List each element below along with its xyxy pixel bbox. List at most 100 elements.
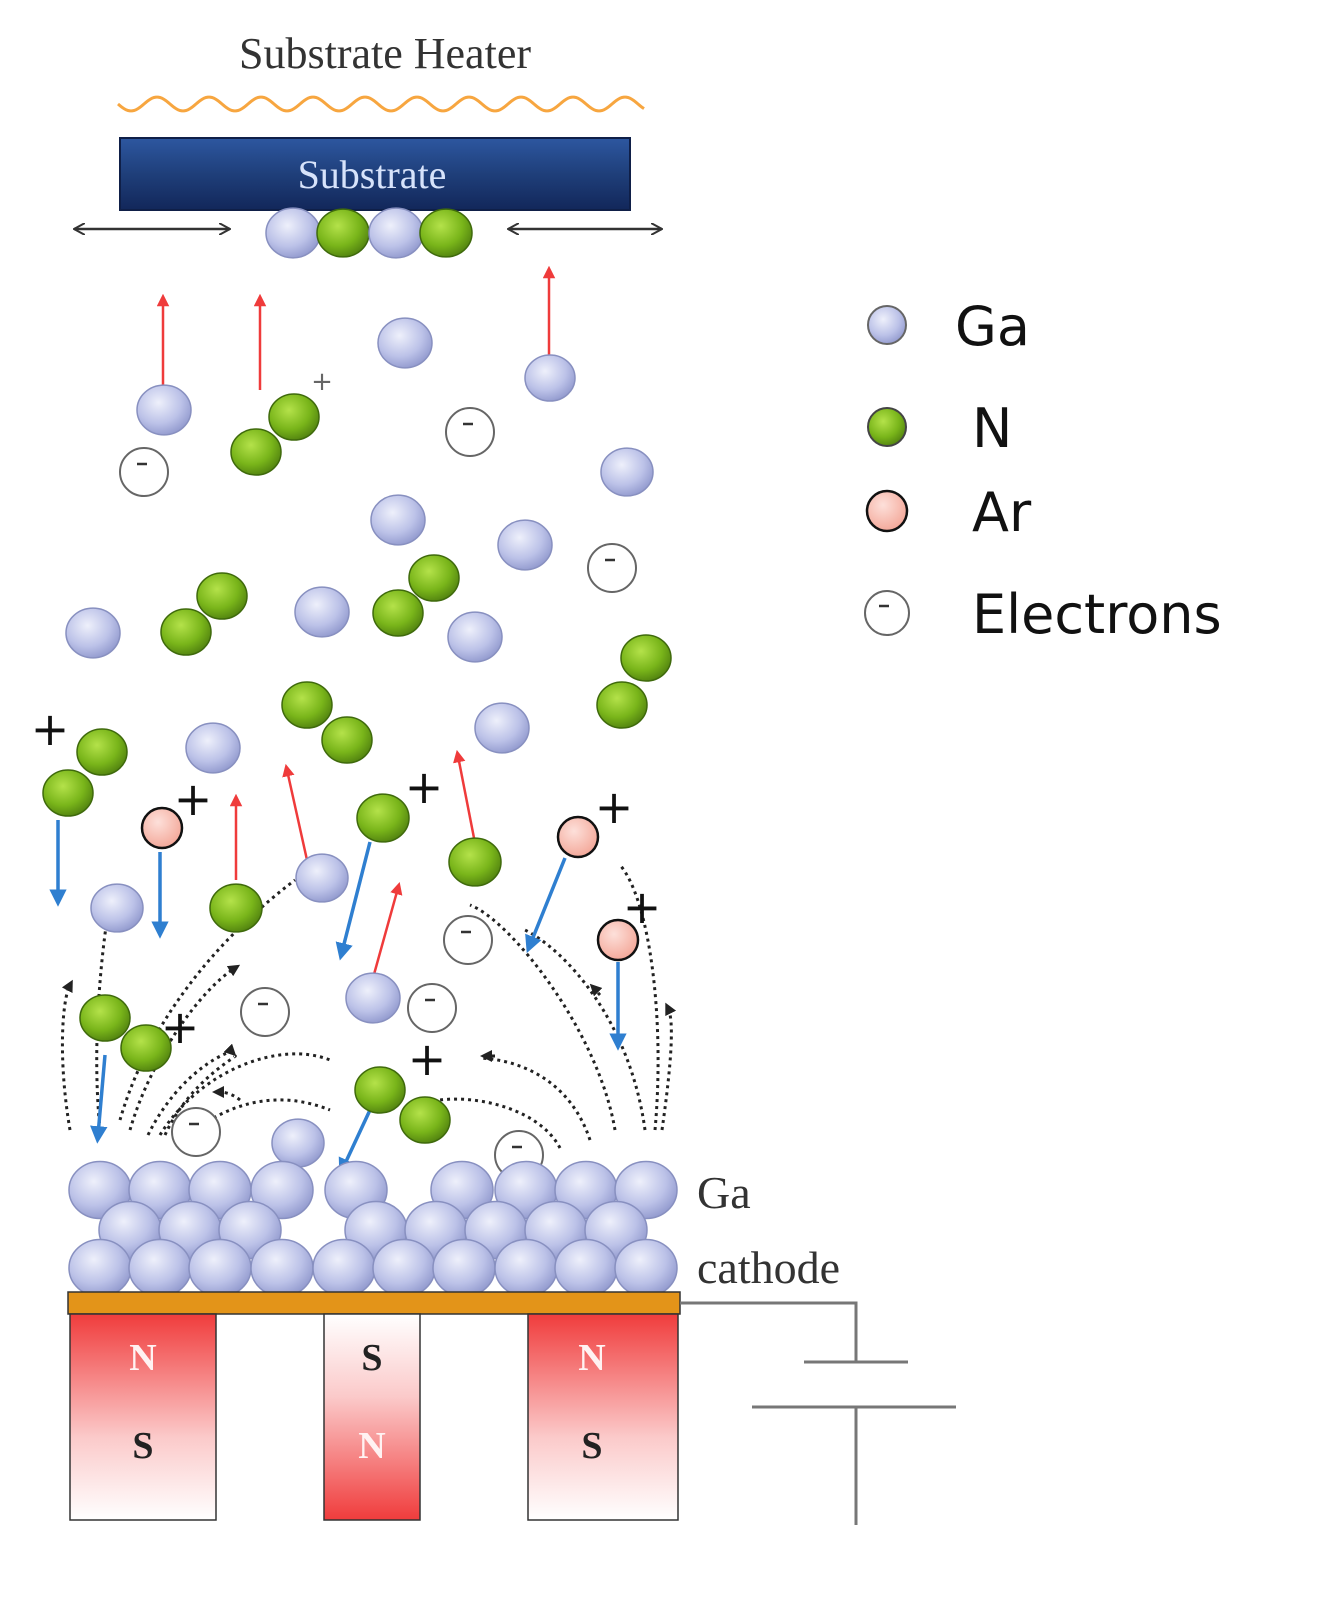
cathode-plate [67,1291,681,1315]
target-ga-atom [554,1238,618,1298]
plus-charge: + [408,1032,447,1086]
ar-ion [556,815,600,859]
sputtered-flux-arrow [282,763,309,861]
ga-atom [295,853,349,903]
magnet-right: N S [527,1313,679,1521]
ga-atom [447,611,503,663]
magnet-center-top-pole: S [361,1337,382,1379]
n2-molecule-atom [268,393,320,441]
deposited-ga-atom [265,207,321,259]
field-line [146,1043,237,1136]
magnet-left-top-pole: N [129,1337,156,1379]
n2-molecule-atom [160,608,212,656]
sputtered-flux-arrow [453,749,476,839]
electron [171,1107,221,1157]
plus-charge: + [405,760,444,814]
magnet-right-top-pole: N [578,1337,605,1379]
field-line [439,1097,562,1149]
target-ga-atom [68,1238,132,1298]
n2-molecule-atom [620,634,672,682]
electron [445,407,495,457]
deposited-ga-atom [368,207,424,259]
magnet-left-bottom-pole: S [132,1425,153,1467]
legend-ga-symbol [867,305,907,345]
ar-ion [140,806,184,850]
legend-item-ga: Ga [867,295,1030,358]
ga-atom [271,1118,325,1168]
deposited-n-atom [316,208,370,258]
target-ga-atom [312,1238,376,1298]
n2-molecule-atom [230,428,282,476]
n2-molecule-atom [281,681,333,729]
n2-molecule-atom [79,994,131,1042]
ga-atom [600,447,654,497]
target-label-ga: Ga [697,1167,751,1218]
dc-power-supply [680,1301,956,1525]
n-atom [356,793,410,843]
ga-atom [524,354,576,402]
field-line [95,899,112,1131]
ga-atom [370,494,426,546]
plus-charge-small: + [311,367,333,397]
heater-label: Substrate Heater [239,29,531,78]
target-ga-atom [372,1238,436,1298]
electron [407,983,457,1033]
n2-molecule-atom [76,728,128,776]
legend-n-symbol [867,407,907,447]
ga-atom [497,519,553,571]
sputtered-flux-arrow [371,881,403,979]
field-line [469,903,617,1131]
field-line [524,928,647,1131]
field-line [184,1098,331,1140]
field-line [479,1056,592,1141]
ar-ion [596,918,640,962]
ion-bombardment-arrow [338,1109,372,1176]
plus-charge: + [595,780,634,834]
ga-atom [136,384,192,436]
legend-ar-label: Ar [972,481,1032,544]
target-ga-atom [250,1160,314,1220]
ion-bombardment-arrow [90,1054,108,1144]
plus-charge: + [623,880,662,934]
n2-molecule-atom [372,589,424,637]
field-line [60,979,73,1131]
ga-atom [345,972,401,1024]
target-ga-atom [250,1238,314,1298]
target-ga-atom [614,1238,678,1298]
n2-molecule-atom [596,681,648,729]
target-ga-atom [494,1238,558,1298]
legend-item-n: N [867,397,1012,460]
field-line [589,983,603,997]
electron [119,447,169,497]
target-label-cathode: cathode [697,1242,840,1293]
legend-ar-symbol [865,489,909,533]
ion-bombardment-arrow [525,857,567,954]
ga-atom [377,317,433,369]
substrate-label: Substrate [298,152,447,197]
n-atom [448,837,502,887]
target-ga-atom [188,1238,252,1298]
motion-arrows [49,265,627,1176]
n2-molecule-atom [408,554,460,602]
n2-molecule-atom [196,572,248,620]
legend-ga-label: Ga [955,295,1030,358]
field-line [212,1086,241,1102]
target-ga-atom [128,1238,192,1298]
plasma-particles [42,207,672,1180]
plus-charge: + [161,1000,200,1054]
legend-item-ar: Ar [865,481,1032,544]
legend: Ga N Ar Electrons [864,295,1222,646]
legend-n-label: N [972,397,1012,460]
plus-charge: + [174,772,213,826]
electron [240,987,290,1037]
ion-charges: + + + + + + + + [31,367,662,1086]
magnet-center: S N [323,1313,421,1521]
magnet-left: N S [69,1313,217,1521]
field-line [660,1002,677,1131]
n2-molecule-atom [120,1024,172,1072]
legend-electrons-label: Electrons [972,583,1222,646]
n2-molecule-atom [42,769,94,817]
field-line [618,864,660,1131]
ga-atom [90,883,144,933]
plus-charge: + [31,702,70,756]
